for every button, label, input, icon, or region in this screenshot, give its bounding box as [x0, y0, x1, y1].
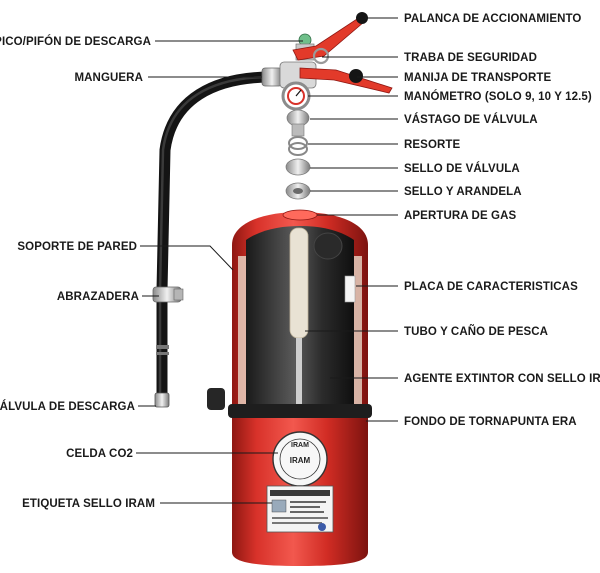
label-abrazadera: ABRAZADERA: [57, 291, 139, 303]
labels-left: PICO/PIFÓN DE DESCARGA MANGUERA SOPORTE …: [0, 35, 155, 510]
label-traba: TRABA DE SEGURIDAD: [404, 52, 537, 64]
label-vastago: VÁSTAGO DE VÁLVULA: [404, 113, 538, 126]
label-manija: MANIJA DE TRANSPORTE: [404, 72, 551, 84]
gas-opening: [282, 209, 318, 221]
label-palanca: PALANCA DE ACCIONAMIENTO: [404, 13, 581, 25]
seal-top-text: IRAM: [291, 442, 309, 449]
label-soporte: SOPORTE DE PARED: [17, 241, 137, 253]
labels-right: PALANCA DE ACCIONAMIENTO TRABA DE SEGURI…: [404, 13, 600, 428]
label-sello-arandela: SELLO Y ARANDELA: [404, 186, 522, 198]
data-plate: [344, 275, 356, 303]
label-manometro: MANÓMETRO (SOLO 9, 10 Y 12.5): [404, 90, 592, 103]
label-tubo: TUBO Y CAÑO DE PESCA: [404, 325, 548, 338]
iram-seal: IRAM IRAM: [272, 431, 328, 487]
discharge-valve: [154, 392, 170, 408]
iram-sticker: [266, 485, 334, 533]
label-pico: PICO/PIFÓN DE DESCARGA: [0, 35, 151, 48]
label-etiqueta: ETIQUETA SELLO IRAM: [22, 498, 155, 510]
label-placa: PLACA DE CARACTERISTICAS: [404, 281, 578, 293]
extinguisher-illustration: IRAM IRAM: [152, 12, 393, 566]
safety-pin: [312, 47, 330, 65]
leader-lines: [136, 17, 398, 504]
valve-parts: [285, 109, 311, 200]
band: [228, 404, 372, 418]
fishing-tube: [289, 227, 309, 339]
label-celda: CELDA CO2: [66, 448, 133, 460]
label-sello-valvula: SELLO DE VÁLVULA: [404, 162, 520, 175]
label-valvula-descarga: VÁLVULA DE DESCARGA: [0, 400, 135, 413]
seal-center-text: IRAM: [290, 456, 311, 465]
label-manguera: MANGUERA: [74, 72, 143, 84]
label-fondo: FONDO DE TORNAPUNTA ERA: [404, 416, 577, 428]
label-resorte: RESORTE: [404, 139, 461, 151]
label-agente: AGENTE EXTINTOR CON SELLO IRAM: [404, 373, 600, 385]
label-apertura: APERTURA DE GAS: [404, 210, 516, 222]
carry-handle: [299, 67, 393, 94]
